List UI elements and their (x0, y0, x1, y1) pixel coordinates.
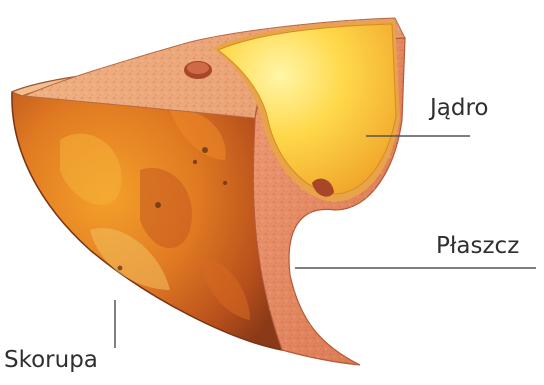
core-label: Jądro (430, 97, 489, 120)
crust-label: Skorupa (4, 349, 98, 372)
mantle-label: Płaszcz (436, 235, 519, 258)
